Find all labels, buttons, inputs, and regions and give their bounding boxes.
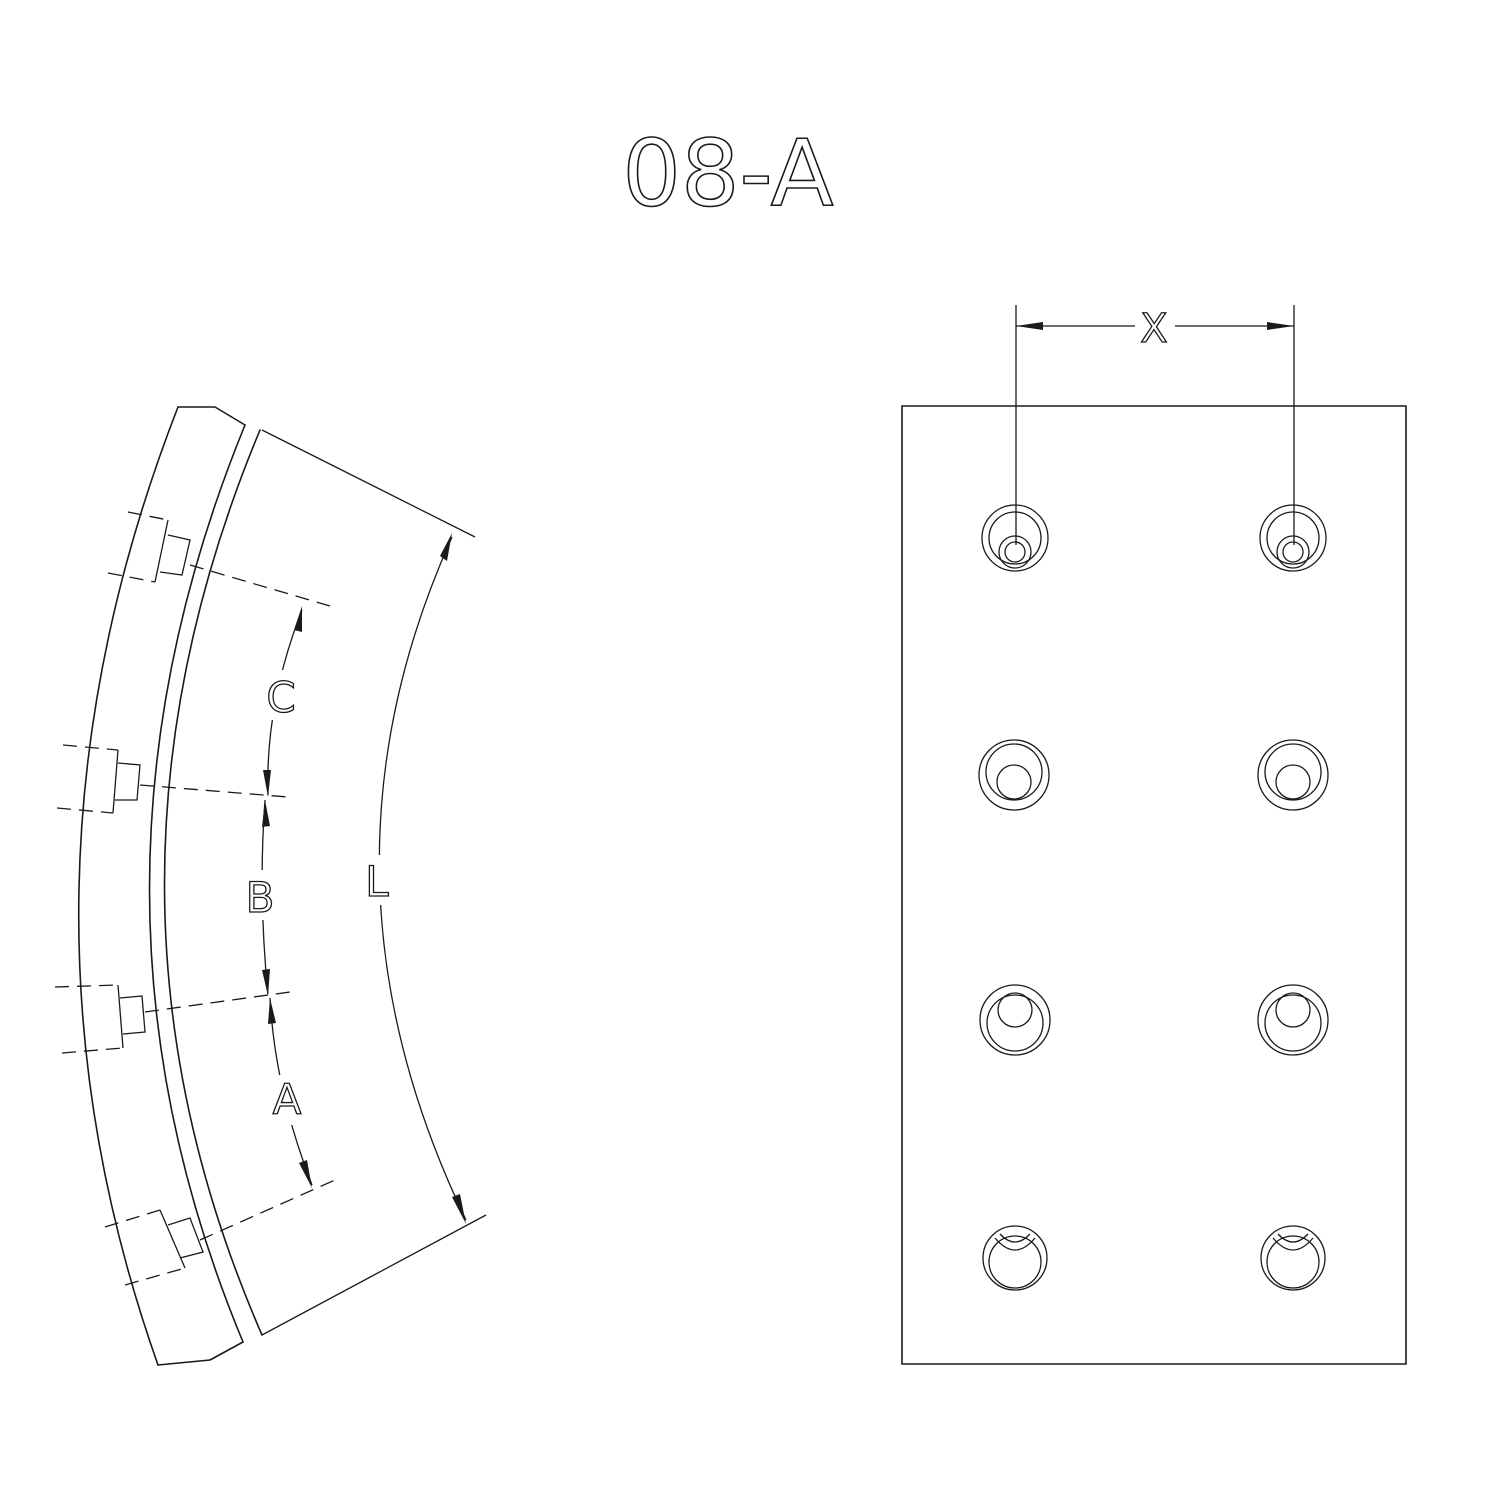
lining-outline xyxy=(901,405,1407,1365)
rivet-hole-3 xyxy=(54,984,291,1054)
label-x: X xyxy=(1140,306,1167,352)
side-view: C B A L xyxy=(54,406,487,1366)
label-l: L xyxy=(365,857,389,906)
rivet-r2-right xyxy=(1257,739,1329,811)
rivet-r3-left xyxy=(979,984,1051,1056)
rivet-hole-1 xyxy=(107,511,331,607)
label-a: A xyxy=(273,1075,302,1124)
backing-inner-arc xyxy=(148,424,246,1343)
drawing-title: 08-A xyxy=(622,120,833,227)
rivet-hole-2 xyxy=(56,744,289,814)
rivet-r2-left xyxy=(978,739,1050,811)
rivet-hole-4 xyxy=(104,1179,336,1286)
face-view: X xyxy=(901,305,1407,1365)
outer-arc xyxy=(77,406,179,1366)
rivet-r4-right xyxy=(1260,1225,1326,1291)
rivet-r3-right xyxy=(1257,984,1329,1056)
label-c: C xyxy=(266,673,295,722)
rivet-r4-left xyxy=(982,1225,1048,1291)
lining-face-arc xyxy=(163,429,263,1336)
rivet-r1-right xyxy=(1259,504,1327,572)
rivet-r1-left xyxy=(981,504,1049,572)
label-b: B xyxy=(246,873,275,922)
